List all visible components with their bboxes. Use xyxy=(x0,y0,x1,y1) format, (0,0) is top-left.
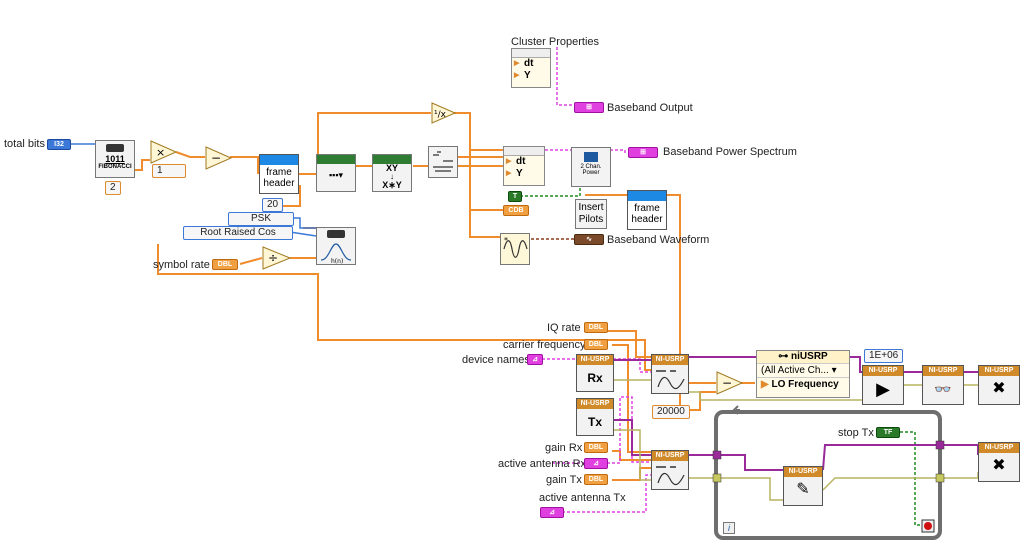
usrp-close-tx-node[interactable]: NI-USRP ✖ xyxy=(978,442,1020,482)
baseband-output-indicator[interactable]: ⊞ xyxy=(574,102,604,113)
baseband-waveform-indicator[interactable]: ∿ xyxy=(574,234,604,245)
svg-text:−: − xyxy=(722,376,732,390)
frame-header-node-2[interactable]: frame header xyxy=(627,190,667,230)
reciprocal-node[interactable]: ¹/x xyxy=(431,102,457,124)
subtract-node-2[interactable]: − xyxy=(716,371,744,395)
constant-1e6[interactable]: 1E+06 xyxy=(864,349,904,363)
symbol-rate-terminal[interactable]: DBL xyxy=(212,259,238,270)
baseband-power-spectrum-label: Baseband Power Spectrum xyxy=(663,146,797,158)
usrp-property-node[interactable]: ⊶ niUSRP (All Active Ch... ▾ ▶ LO Freque… xyxy=(756,350,850,398)
property-node-icon: ⊶ xyxy=(778,351,792,362)
active-antenna-rx-label: active antenna Rx xyxy=(498,458,587,470)
close-session-icon: ✖ xyxy=(992,380,1006,397)
svg-text:−: − xyxy=(211,151,221,165)
usrp-configure-tx-node[interactable]: NI-USRP xyxy=(651,450,689,490)
gain-rx-terminal[interactable]: DBL xyxy=(584,442,608,453)
active-antenna-tx-terminal[interactable]: ⊿ xyxy=(540,507,564,518)
frame-header-node-1[interactable]: frame header xyxy=(259,154,299,194)
bundle-by-name-node[interactable]: dt Y xyxy=(503,146,545,186)
while-loop-border xyxy=(714,410,942,540)
waveform-build-icon xyxy=(433,151,453,172)
pulse-shaping-filter-node[interactable]: h(n) xyxy=(316,227,356,265)
svg-text:¹/x: ¹/x xyxy=(434,110,447,120)
complex-terminal[interactable]: CDB xyxy=(503,205,529,216)
active-antenna-tx-label: active antenna Tx xyxy=(539,492,626,504)
loop-iteration-icon: i xyxy=(723,522,735,534)
stop-tx-label: stop Tx xyxy=(838,427,874,439)
baseband-output-label: Baseband Output xyxy=(607,102,693,114)
device-names-label: device names xyxy=(462,354,530,366)
close-session-icon: ✖ xyxy=(992,457,1006,474)
configure-wrench-icon xyxy=(656,370,685,390)
property-channel-selector[interactable]: (All Active Ch... ▾ xyxy=(757,363,849,377)
iq-rate-label: IQ rate xyxy=(547,322,581,334)
carrier-frequency-terminal[interactable]: DBL xyxy=(584,339,608,350)
usrp-configure-rx-node[interactable]: NI-USRP xyxy=(651,354,689,394)
constant-true[interactable]: T xyxy=(508,191,522,202)
sine-wave-icon: * xyxy=(503,236,528,258)
pencil-icon: ✎ xyxy=(796,481,810,498)
carrier-frequency-label: carrier frequency xyxy=(503,339,586,351)
subtract-node[interactable]: − xyxy=(205,146,233,170)
multiply-xy-node[interactable]: XY ↓ X∗Y xyxy=(372,154,412,192)
constant-20000[interactable]: 20000 xyxy=(652,405,690,419)
build-waveform-node[interactable] xyxy=(428,146,458,178)
divide-node[interactable]: ÷ xyxy=(262,246,292,270)
modulation-enum-psk[interactable]: PSK xyxy=(228,212,294,226)
filter-icon xyxy=(327,230,345,238)
constant-one[interactable]: 1 xyxy=(152,164,186,178)
cluster-properties-node[interactable]: dt Y xyxy=(511,48,551,88)
modulate-node[interactable]: ▪▪▪▾ xyxy=(316,154,356,192)
svg-text:×: × xyxy=(156,146,165,159)
device-names-terminal[interactable]: ⊿ xyxy=(527,354,543,365)
power-spectrum-node[interactable]: 2 Chan. Power xyxy=(571,147,611,187)
cluster-properties-label: Cluster Properties xyxy=(511,36,600,48)
svg-text:h(n): h(n) xyxy=(331,258,343,264)
multiply-node[interactable]: × xyxy=(150,140,178,164)
total-bits-label: total bits xyxy=(4,138,45,150)
property-lo-frequency[interactable]: ▶ LO Frequency xyxy=(757,377,849,391)
usrp-open-tx-node[interactable]: NI-USRP Tx xyxy=(576,398,614,436)
glasses-icon: 👓 xyxy=(934,381,952,397)
fibonacci-icon xyxy=(106,144,124,152)
stop-tx-terminal[interactable]: TF xyxy=(876,427,900,438)
constant-twenty[interactable]: 20 xyxy=(262,198,284,212)
input-arrow-icon: ▶ xyxy=(761,379,772,390)
gain-rx-label: gain Rx xyxy=(545,442,583,454)
svg-text:÷: ÷ xyxy=(268,251,278,265)
filter-enum-root-raised-cos[interactable]: Root Raised Cos xyxy=(183,226,293,240)
dropdown-arrow-icon: ▾ xyxy=(828,365,837,376)
gain-tx-terminal[interactable]: DBL xyxy=(584,474,608,485)
modulation-toolkit-icon xyxy=(317,155,355,164)
constant-two[interactable]: 2 xyxy=(105,181,121,195)
baseband-power-spectrum-indicator[interactable]: ⊞ xyxy=(628,147,658,158)
fibonacci-node[interactable]: 1011 FIBONACCI xyxy=(95,140,135,178)
usrp-close-rx-node[interactable]: NI-USRP ✖ xyxy=(978,365,1020,405)
spectrum-icon xyxy=(584,152,598,162)
usrp-fetch-node[interactable]: NI-USRP 👓 xyxy=(922,365,964,405)
modulation-toolkit-icon xyxy=(373,155,411,164)
active-antenna-rx-terminal[interactable]: ⊿ xyxy=(584,458,608,469)
play-icon: ▶ xyxy=(876,379,890,399)
gain-tx-label: gain Tx xyxy=(546,474,582,486)
usrp-initiate-node[interactable]: NI-USRP ▶ xyxy=(862,365,904,405)
baseband-waveform-label: Baseband Waveform xyxy=(607,234,710,246)
waveform-generator-node[interactable]: * xyxy=(500,233,530,265)
filter-curve-icon: h(n) xyxy=(320,243,352,265)
insert-pilots-node[interactable]: Insert Pilots xyxy=(575,199,607,229)
svg-text:*: * xyxy=(504,236,508,245)
total-bits-terminal[interactable]: I32 xyxy=(47,139,71,150)
symbol-rate-label: symbol rate xyxy=(153,259,210,271)
usrp-open-rx-node[interactable]: NI-USRP Rx xyxy=(576,354,614,392)
iq-rate-terminal[interactable]: DBL xyxy=(584,322,608,333)
usrp-write-tx-node[interactable]: NI-USRP ✎ xyxy=(783,466,823,506)
configure-wrench-icon xyxy=(656,466,685,486)
